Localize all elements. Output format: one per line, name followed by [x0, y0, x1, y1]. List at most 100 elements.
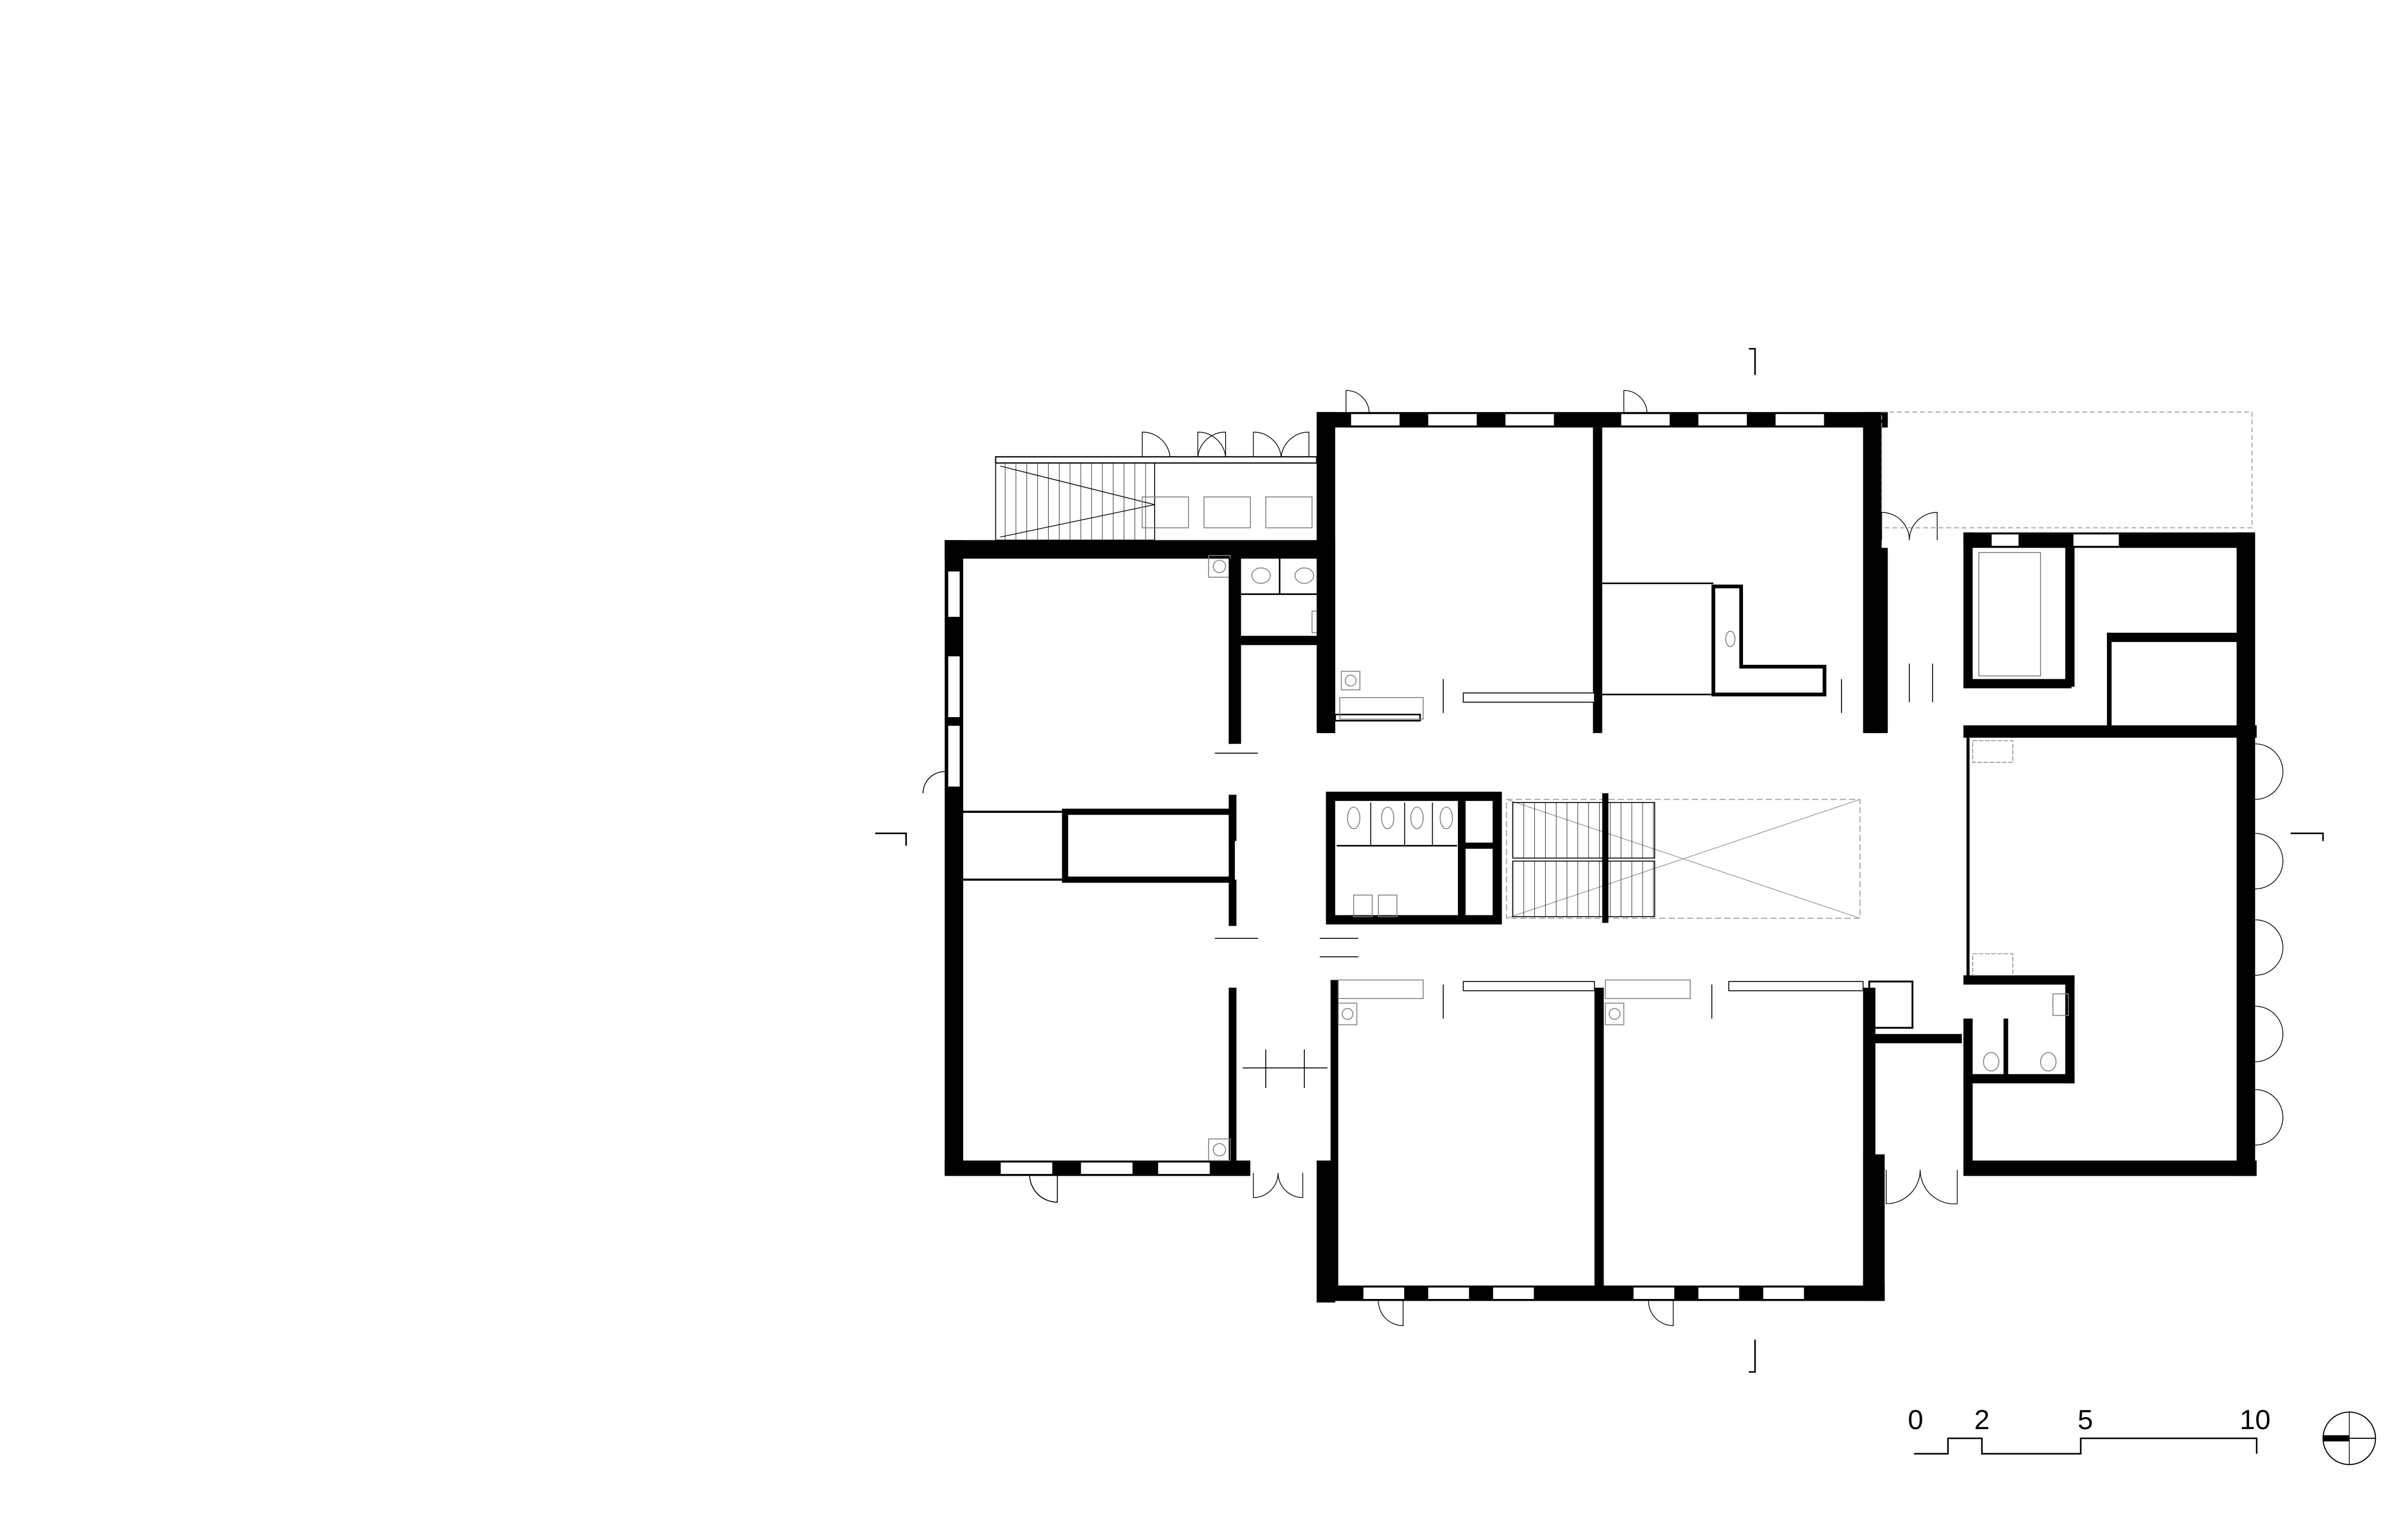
bench [1972, 953, 2014, 976]
south-classrooms [1253, 979, 1962, 1326]
storage-cabinet [1338, 979, 1424, 999]
window [1774, 413, 1825, 426]
sink [1605, 1003, 1625, 1026]
wall [1316, 412, 1335, 733]
toilet [1347, 807, 1361, 829]
wall [1229, 558, 1241, 744]
wardrobe [1871, 555, 1886, 726]
stair-arrow [1000, 465, 1155, 505]
scale-label-5: 5 [2078, 1404, 2093, 1435]
east-hall [1963, 725, 2284, 1176]
sink-basin [1344, 675, 1357, 687]
window [1080, 1161, 1133, 1175]
window [947, 725, 961, 788]
scale-bar-line [1914, 1437, 2258, 1455]
wall [944, 540, 964, 1173]
stair-flight [1512, 802, 1655, 859]
sink-basin [1342, 1008, 1354, 1020]
window [1157, 1161, 1211, 1175]
section-marker-right [2290, 832, 2324, 842]
sink-basin [1725, 631, 1735, 647]
door-swing [1346, 390, 1370, 412]
window [1762, 1286, 1805, 1300]
wall [2065, 975, 2075, 1083]
stairwell-void [1506, 799, 1860, 919]
core [1326, 792, 1860, 925]
wall [1963, 1074, 2075, 1083]
stair-flight [1512, 860, 1655, 917]
north-classrooms [1316, 390, 1888, 733]
stair-arrow [1000, 504, 1155, 538]
window [1697, 413, 1748, 426]
sink [1338, 1003, 1358, 1026]
window [1504, 413, 1555, 426]
wall [1963, 1018, 1973, 1173]
exterior-stair [995, 462, 1155, 541]
window [1427, 413, 1478, 426]
storage-room [1062, 808, 1235, 883]
sink-basin [1608, 1008, 1621, 1020]
sink [1340, 671, 1361, 691]
window [999, 1161, 1053, 1175]
toilet [1440, 807, 1453, 829]
window [1362, 1286, 1405, 1300]
wall [1963, 975, 2075, 985]
window [1492, 1286, 1535, 1300]
kitchen-counter [1711, 584, 1827, 696]
section-marker-bottom [1749, 1339, 1756, 1373]
wall [1229, 879, 1237, 926]
wall [1872, 1034, 1962, 1043]
sink [1353, 894, 1373, 917]
bench [1203, 496, 1251, 529]
wall [2003, 1018, 2008, 1081]
section-marker-left [875, 832, 907, 846]
window [947, 655, 961, 718]
toilet [1295, 567, 1314, 584]
toilet [1983, 1052, 2000, 1072]
door-swing [1881, 512, 1938, 541]
stair-landing-wall [1602, 793, 1609, 923]
door-swing [1029, 1174, 1058, 1203]
wall [1334, 714, 1421, 722]
door-swing [922, 771, 945, 793]
section-marker-top [1749, 348, 1756, 375]
door-swing [1378, 1301, 1404, 1326]
scale-label-10: 10 [2239, 1404, 2270, 1435]
bench [1142, 496, 1189, 529]
sink [1208, 1138, 1231, 1161]
scale-label-2: 2 [1974, 1404, 1989, 1435]
northeast-rooms [1866, 411, 2255, 733]
wall [1330, 980, 1339, 1289]
toilet [1251, 567, 1271, 584]
wall [1963, 679, 2071, 688]
sink-basin [1213, 559, 1226, 573]
sink [2052, 993, 2069, 1016]
door-swing [1253, 432, 1309, 457]
wall [1234, 636, 1328, 645]
door-swing [1197, 432, 1226, 457]
east-facade-doors [2255, 743, 2284, 1146]
wall [2106, 632, 2112, 726]
cabinet [1868, 980, 1914, 1029]
window [1427, 1286, 1470, 1300]
wall [1866, 547, 1888, 733]
window [1620, 413, 1671, 426]
sink-basin [1213, 1143, 1226, 1157]
wall [1963, 532, 1973, 687]
window [947, 570, 961, 618]
bench [1265, 496, 1313, 529]
window [1463, 981, 1595, 992]
sink [1378, 894, 1398, 917]
door-swing [1623, 390, 1648, 412]
bench [1972, 740, 2014, 763]
window [1350, 413, 1401, 426]
scale-label-0: 0 [1908, 1404, 1924, 1435]
north-terrace [995, 432, 1318, 541]
wall [944, 540, 1331, 559]
storage-cabinet [1339, 697, 1424, 720]
corridor-door-marks [1214, 663, 1933, 1088]
window [1632, 1286, 1675, 1300]
door-swing [1648, 1301, 1674, 1326]
toilet [1381, 807, 1394, 829]
